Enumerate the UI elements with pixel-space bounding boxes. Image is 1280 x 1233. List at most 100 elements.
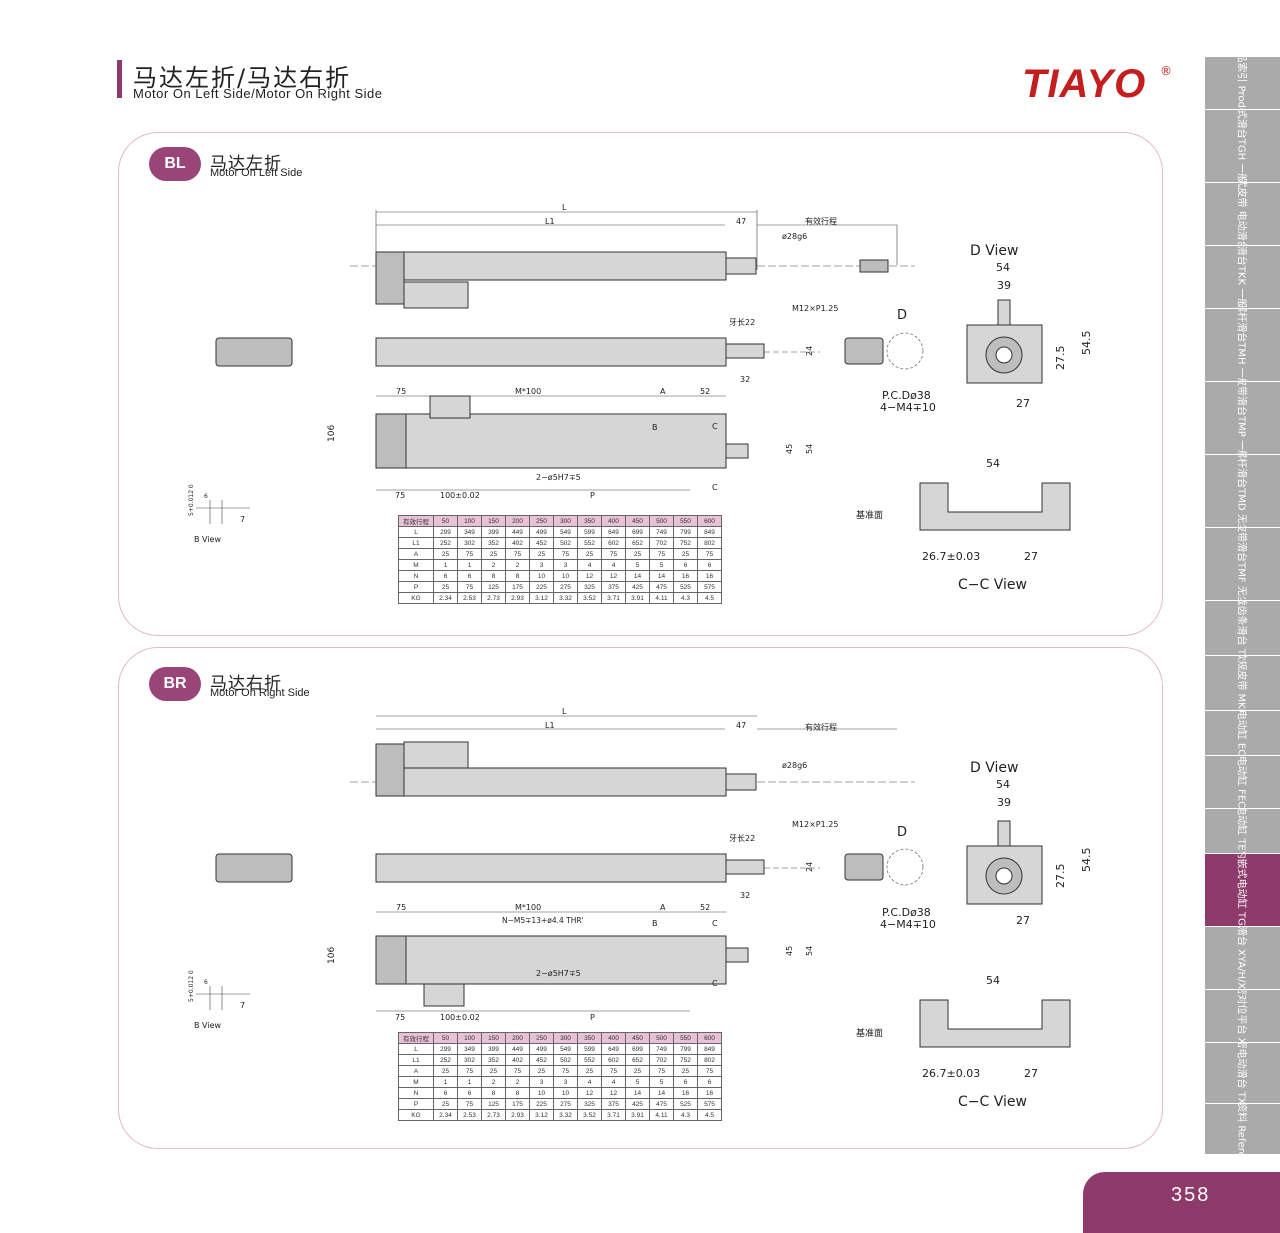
side-tab-9[interactable]: 欧规皮带 MKR [1205,656,1280,711]
table-cell: 549 [553,1043,578,1055]
side-tab-7[interactable]: 无尘皮带滑台TMF 无尘环境 [1205,528,1280,601]
table-cell: 8 [505,1087,530,1099]
table-cell: 325 [577,1098,602,1110]
side-tab-2[interactable]: 内嵌式皮带 电动滑台TGP [1205,183,1280,246]
table-cell: 175 [505,1098,530,1110]
side-tab-6[interactable]: 无尘螺杆滑台TMD 无尘环境 [1205,455,1280,528]
table-cell: 425 [625,1098,650,1110]
page-number: 358 [1171,1184,1211,1206]
table-cell: 349 [457,1043,482,1055]
dim-stroke: 有效行程 [805,722,837,732]
dim-L: L [562,707,567,716]
table-cell: 25 [577,1065,602,1077]
dim-thread-len: 牙长22 [729,317,755,327]
side-tab-0[interactable]: 产品索引 Product [1205,57,1280,110]
table-cell: 125 [481,1098,506,1110]
table-cell: 25 [481,1065,506,1077]
table-cell: 50 [433,1032,458,1044]
side-tab-label: 无尘螺杆滑台TMD 无尘环境 [1235,455,1246,528]
table-cell: 4.3 [673,1109,698,1121]
top-view-bl: L L1 47 有效行程 ø28g6 [350,203,915,309]
dim-stroke: 有效行程 [805,216,837,226]
dim-52: 52 [700,903,710,912]
table-cell: 275 [553,1098,578,1110]
dim-d-27-5: 27.5 [1054,346,1067,371]
drawing-bl: L L1 47 有效行程 ø28g6 牙长22 M12×P1.25 24 32 … [188,203,1093,593]
side-tab-11[interactable]: 电动缸 FEC [1205,756,1280,809]
table-cell: 75 [553,1065,578,1077]
label-C1: C [712,422,718,431]
table-cell: 12 [577,1087,602,1099]
side-tab-14[interactable]: 直交滑台 XYA/H/XYMP [1205,927,1280,990]
dim-106: 106 [327,947,337,964]
table-cell: 10 [553,1087,578,1099]
table-cell: 4.3 [673,592,698,604]
table-cell: 200 [505,1032,530,1044]
table-cell: 3.91 [625,592,650,604]
section-badge-bl: BL [149,147,201,181]
table-cell: 375 [601,1098,626,1110]
side-tab-label: 铸铁滑台TKK 一般环境 [1235,246,1246,309]
table-cell: 4 [601,1076,626,1088]
dim-b-7: 7 [240,515,245,524]
table-cell: 450 [625,1032,650,1044]
dim-m4: 4−M4∓10 [880,401,936,414]
table-cell: 14 [649,1087,674,1099]
dim-b-7: 7 [240,1001,245,1010]
table-cell: 399 [481,1043,506,1055]
dim-d-27: 27 [1016,914,1030,927]
side-tab-16[interactable]: 精密电动滑台 TXYZ [1205,1043,1280,1104]
table-cell: 1 [457,1076,482,1088]
side-tab-label: 精密对位平台 XXY [1235,990,1246,1043]
table-cell: 749 [649,1043,674,1055]
table-cell: 16 [697,1087,722,1099]
side-tab-5[interactable]: 标准皮带滑台TMP 一般环境 [1205,382,1280,455]
front-view-bl: 牙长22 M12×P1.25 24 32 D [215,304,924,384]
section-title-cn-br: 马达右折 [210,674,282,694]
table-cell: 2 [505,1076,530,1088]
table-cell: 25 [673,1065,698,1077]
side-tab-3[interactable]: 铸铁滑台TKK 一般环境 [1205,246,1280,309]
dim-45: 45 [785,946,794,956]
table-cell: A [398,1065,434,1077]
side-tab-1[interactable]: 内嵌式滑台TGH 一般环境 [1205,110,1280,183]
table-cell: 25 [529,1065,554,1077]
side-tab-8[interactable]: 重载齿条滑台 TMC [1205,601,1280,656]
side-tab-label: 标准皮带滑台TMP 一般环境 [1235,382,1246,455]
side-tab-12[interactable]: 电动缸 TEY [1205,809,1280,854]
table-cell: 4.5 [697,592,722,604]
side-tab-17[interactable]: 参考资料 Reference [1205,1104,1280,1155]
dim-d-27: 27 [1016,397,1030,410]
table-cell: 6 [673,1076,698,1088]
table-cell: 452 [529,1054,554,1066]
dim-shaft: ø28g6 [782,761,807,770]
table-cell: 2.53 [457,592,482,604]
drawing-br: L L1 47 有效行程 ø28g6 牙长22 M12×P1.25 24 32 … [188,707,1093,1110]
side-tab-15[interactable]: 精密对位平台 XXY [1205,990,1280,1043]
label-B: B [652,919,658,928]
table-cell: 4.5 [697,1109,722,1121]
side-tab-10[interactable]: 电动缸 EC [1205,711,1280,756]
table-cell: 3.71 [601,1109,626,1121]
side-view-br: 75 M*100 A 52 N−M5∓13+ø4.4 THR' B C 106 … [327,903,814,1022]
table-cell: 499 [529,1043,554,1055]
label-d-view: D View [970,760,1018,776]
table-cell: 400 [601,1032,626,1044]
side-tab-label: 内嵌式电动缸 TGY [1235,854,1246,927]
side-tab-13[interactable]: 内嵌式电动缸 TGY [1205,854,1280,927]
side-tab-label: 欧规皮带 MKR [1235,656,1246,711]
table-cell: 4.11 [649,592,674,604]
table-cell: 75 [697,1065,722,1077]
table-cell: 5 [649,1076,674,1088]
side-tab-4[interactable]: 标准螺杆滑台TMH 一般环境 [1205,309,1280,382]
dim-d-54-5: 54.5 [1080,331,1093,356]
dim-d-54: 54 [996,261,1010,274]
section-title-en-br: Motor On Right Side [210,687,310,699]
